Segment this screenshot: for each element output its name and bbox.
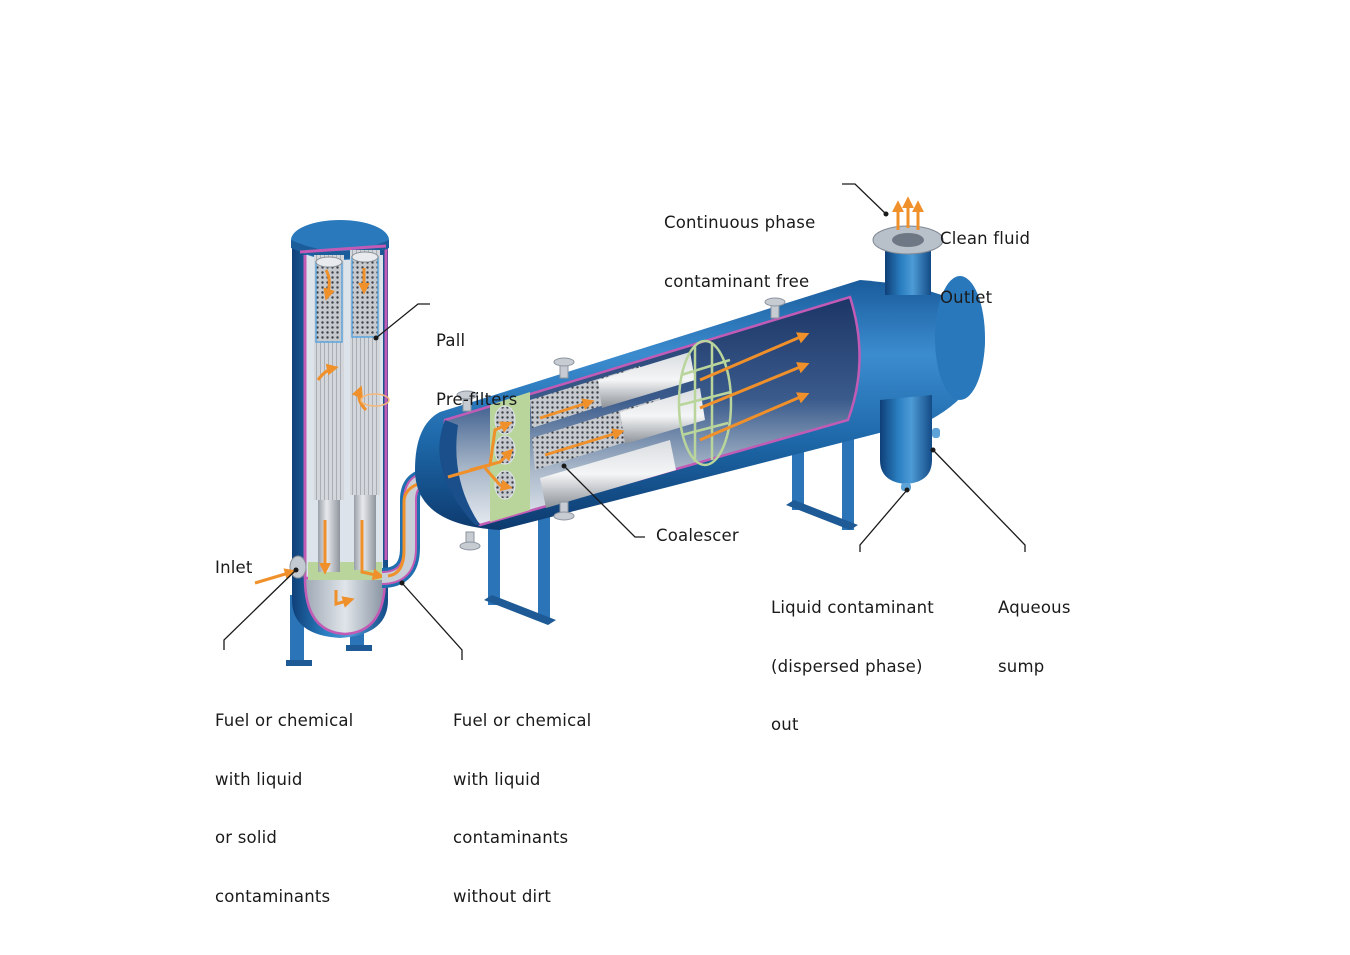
coalescer-vessel <box>415 196 985 625</box>
leader-aqueous-sump <box>932 449 1026 552</box>
label-line: (dispersed phase) <box>771 656 923 676</box>
leader-dots <box>293 211 936 586</box>
label-line: Pall <box>436 331 466 350</box>
label-clean-fluid-outlet: Clean fluid Outlet <box>940 190 1030 327</box>
label-line: Fuel or chemical <box>215 711 354 730</box>
label-coalescer: Coalescer <box>656 526 739 545</box>
label-line: Clean fluid <box>940 229 1031 248</box>
label-aqueous-sump: Aqueous sump <box>998 559 1071 696</box>
coalescer-element-lower <box>540 440 676 508</box>
label-line: Pre-filters <box>436 389 518 409</box>
aqueous-sump <box>880 395 940 491</box>
label-line: contaminants <box>453 828 569 847</box>
outlet-flow-arrows <box>892 196 924 230</box>
label-line: sump <box>998 656 1045 676</box>
label-line: contaminant free <box>664 271 810 291</box>
clean-fluid-outlet-nozzle <box>885 250 931 295</box>
label-line: contaminants <box>215 886 331 906</box>
leader-continuous-phase <box>842 183 887 215</box>
leader-mid-contaminants <box>401 582 463 660</box>
prefilter-vessel <box>254 220 390 666</box>
coalescer-flow-arrows <box>447 332 810 492</box>
prefilter-flow-arrows <box>254 268 385 608</box>
label-line: with liquid <box>215 769 303 789</box>
coalescer-support-left <box>484 500 556 625</box>
label-line: Liquid contaminant <box>771 598 934 617</box>
label-pall-prefilters: Pall Pre-filters <box>436 292 517 429</box>
label-continuous-phase: Continuous phase contaminant free <box>664 174 815 311</box>
coalescer-elements <box>530 352 705 508</box>
leader-prefilters <box>375 303 430 339</box>
label-line: Aqueous <box>998 598 1071 617</box>
leader-lines <box>223 183 1026 660</box>
label-line: Outlet <box>940 287 993 307</box>
leader-liquid-contaminant <box>859 489 908 552</box>
label-line: out <box>771 715 799 734</box>
label-line: Continuous phase <box>664 213 816 232</box>
label-fuel-inlet-contaminants: Fuel or chemical with liquid or solid co… <box>215 672 353 926</box>
label-line: without dirt <box>453 886 551 906</box>
label-line: Fuel or chemical <box>453 711 592 730</box>
leader-coalescer <box>563 465 645 538</box>
coalescer-nozzles <box>456 297 786 551</box>
label-line: with liquid <box>453 769 541 789</box>
label-line: or solid <box>215 828 278 847</box>
inlet-nozzle <box>289 555 307 579</box>
label-liquid-contaminant-out: Liquid contaminant (dispersed phase) out <box>771 559 934 754</box>
label-fuel-without-dirt: Fuel or chemical with liquid contaminant… <box>453 672 591 926</box>
label-inlet: Inlet <box>215 558 253 577</box>
leader-inlet-contaminants <box>223 569 297 650</box>
